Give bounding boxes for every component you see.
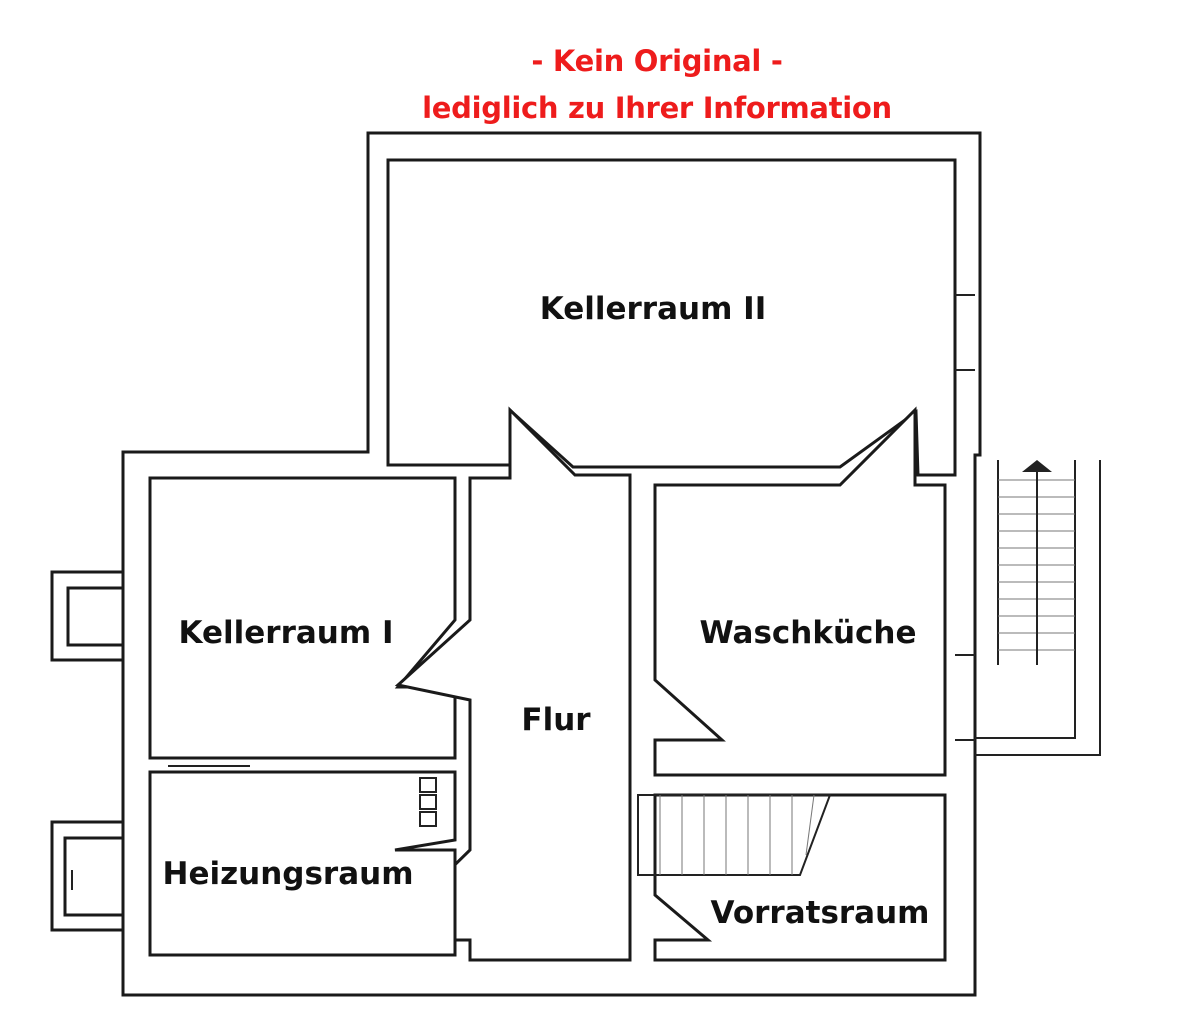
room-vorratsraum [653, 793, 947, 962]
left-shaft-lower [50, 820, 125, 932]
interior-stairs [637, 794, 832, 876]
boiler-symbol [419, 777, 437, 827]
exterior-stairs [975, 460, 1101, 756]
notice-line-1: - Kein Original - [531, 44, 783, 78]
label-vorratsraum: Vorratsraum [711, 895, 930, 931]
windows [955, 294, 975, 741]
room-flur [374, 406, 632, 962]
left-shaft-upper [50, 570, 125, 662]
label-waschkueche: Waschküche [699, 615, 916, 651]
label-kellerraum-2: Kellerraum II [540, 291, 767, 327]
notice-text: - Kein Original - lediglich zu Ihrer Inf… [0, 38, 1190, 132]
room-heizungsraum [148, 770, 457, 957]
label-flur: Flur [521, 702, 591, 738]
room-waschkueche [653, 406, 947, 777]
label-heizungsraum: Heizungsraum [163, 856, 414, 892]
label-kellerraum-1: Kellerraum I [179, 615, 394, 651]
notice-line-2: lediglich zu Ihrer Information [422, 91, 892, 125]
